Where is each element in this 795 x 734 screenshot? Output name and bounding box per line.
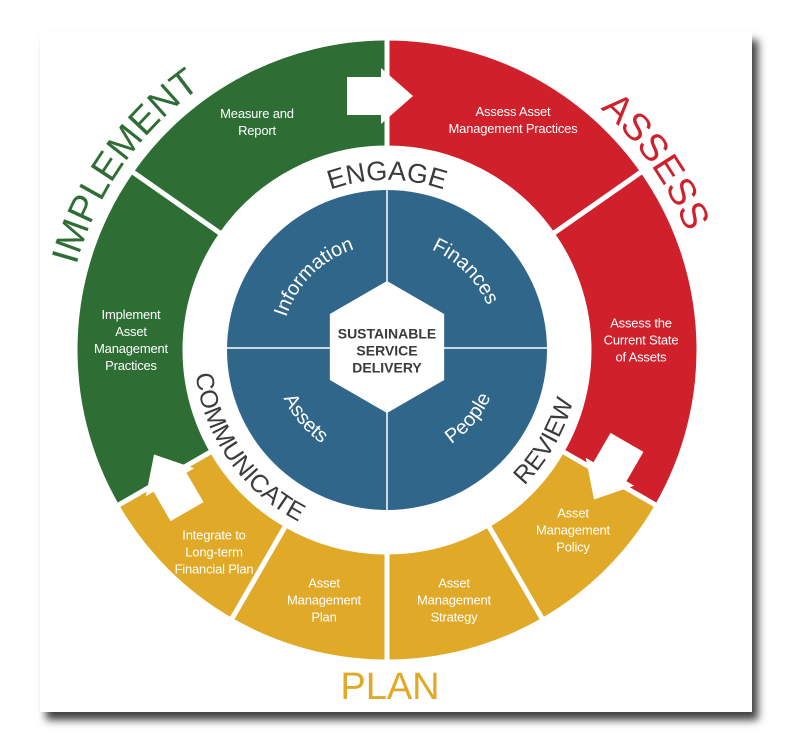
cycle-arrows [145,68,644,522]
segment-assess [548,167,702,510]
segment-label-implement-practices: Implement Asset Management Practices [94,307,168,373]
arrow-right-icon [585,432,644,500]
segment-label-am-policy: Asset Management Policy [536,505,610,555]
outer-ring-segments [72,35,702,665]
phase-label-plan: PLAN [340,666,439,708]
segment-label-assess-current-state: Assess the Current State of Assets [603,315,679,365]
center-hexagon [329,281,445,413]
arrow-right-icon [145,454,204,522]
segment-label-am-strategy: Asset Management Strategy [417,575,491,625]
segment-label-assess-practices: Assess Asset Management Practices [448,104,578,136]
segment-label-am-plan: Asset Management Plan [287,575,361,625]
ring-label-engage: ENGAGE [323,156,450,196]
segment-label-integrate-financial-plan: Integrate to Long-term Financial Plan [174,527,254,577]
segment-implement [127,35,390,238]
segment-implement [72,167,226,510]
arrow-right-icon [347,68,413,124]
center-label: SUSTAINABLE SERVICE DELIVERY [337,325,437,376]
segment-label-measure-report: Measure and Report [220,106,294,138]
